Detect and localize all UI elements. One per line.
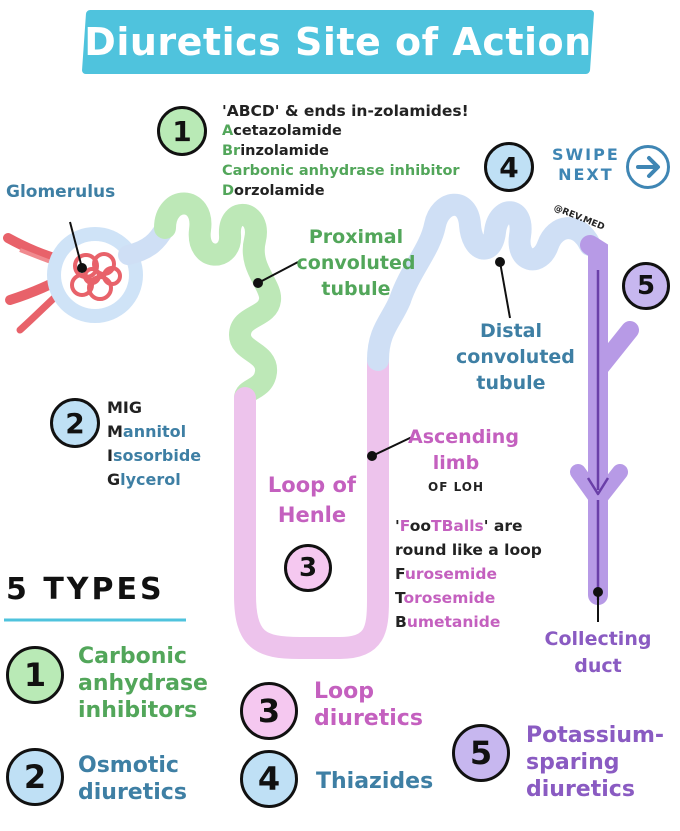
note-carbonic-item: Acetazolamide (222, 123, 342, 139)
type-4-label: Thiazides (316, 769, 434, 794)
marker-4: 4 (484, 142, 534, 192)
note-osmotic-item: Glycerol (107, 470, 181, 489)
note-carbonic-item: Dorzolamide (222, 183, 325, 199)
swipe-arrow-icon[interactable] (626, 145, 670, 189)
note-loop-heading: 'FooTBalls' are (395, 517, 523, 535)
note-loop-item: Bumetanide (395, 613, 501, 631)
note-loop-item: Torosemide (395, 589, 496, 607)
marker-2: 2 (50, 398, 100, 448)
note-osmotic: MIG Mannitol Isosorbide Glycerol (107, 396, 201, 492)
note-osmotic-heading: MIG (107, 398, 143, 417)
type-2-badge: 2 (6, 748, 64, 806)
note-carbonic-heading: 'ABCD' & ends in-zolamides! (222, 102, 469, 120)
bowmans-capsule (47, 227, 143, 323)
note-loop-item: Furosemide (395, 565, 497, 583)
glomerulus-label: Glomerulus (6, 182, 116, 202)
note-loop: 'FooTBalls' are round like a loop Furose… (395, 514, 542, 634)
type-3-badge: 3 (240, 682, 298, 740)
type-1-badge: 1 (6, 646, 64, 704)
note-carbonic: 'ABCD' & ends in-zolamides! Acetazolamid… (222, 101, 469, 201)
note-carbonic-item: Carbonic anhydrase inhibitor (222, 163, 460, 179)
note-osmotic-item: Isosorbide (107, 446, 202, 465)
pointer-lines (69, 221, 603, 622)
type-4-badge: 4 (240, 750, 298, 808)
marker-1: 1 (157, 106, 207, 156)
note-loop-line: round like a loop (395, 541, 542, 559)
of-loh-label: OF LOH (428, 480, 485, 494)
page-title: Diuretics Site of Action (84, 20, 592, 64)
swipe-text: SWIPE (552, 145, 620, 164)
types-heading: 5 TYPES (6, 572, 165, 607)
note-carbonic-item: Brinzolamide (222, 143, 329, 159)
marker-5: 5 (622, 262, 670, 310)
next-text: NEXT (558, 165, 614, 184)
marker-3: 3 (284, 544, 332, 592)
type-5-badge: 5 (452, 724, 510, 782)
swipe-next-label[interactable]: SWIPE NEXT (552, 145, 620, 185)
note-osmotic-item: Mannitol (107, 422, 187, 441)
